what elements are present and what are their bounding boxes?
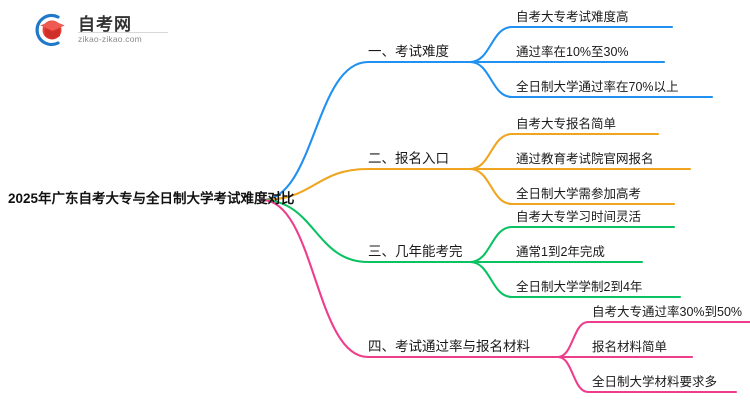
branch-label-4[interactable]: 四、考试通过率与报名材料 (368, 339, 530, 354)
logo-divider (78, 32, 168, 33)
leaf-label-2-3[interactable]: 全日制大学需参加高考 (516, 187, 642, 201)
logo-mark-icon (35, 13, 65, 47)
leaf-connector-2-3 (446, 167, 676, 206)
leaf-label-4-3[interactable]: 全日制大学材料要求多 (592, 375, 718, 389)
branch-label-2[interactable]: 二、报名入口 (368, 151, 449, 166)
logo-url-text: zikao-zikao.com (78, 34, 142, 44)
leaf-label-3-2[interactable]: 通常1到2年完成 (516, 245, 605, 259)
leaf-label-3-1[interactable]: 自考大专学习时间灵活 (516, 210, 642, 224)
leaf-connector-1-3 (446, 60, 714, 99)
branch-connector-4 (260, 198, 370, 359)
leaf-label-4-1[interactable]: 自考大专通过率30%到50% (592, 305, 743, 319)
branch-label-3[interactable]: 三、几年能考完 (368, 244, 463, 259)
root-node-label[interactable]: 2025年广东自考大专与全日制大学考试难度对比 (8, 191, 295, 206)
leaf-connector-3-3 (446, 260, 682, 299)
leaf-connector-4-3 (538, 355, 738, 394)
leaf-label-3-3[interactable]: 全日制大学学制2到4年 (516, 280, 643, 294)
branch-connector-2 (260, 167, 370, 202)
branch-connector-3 (260, 198, 370, 264)
leaf-label-1-1[interactable]: 自考大专考试难度高 (516, 10, 629, 24)
leaf-label-1-3[interactable]: 全日制大学通过率在70%以上 (516, 80, 679, 94)
branch-label-1[interactable]: 一、考试难度 (368, 44, 449, 59)
leaf-label-2-1[interactable]: 自考大专报名简单 (516, 117, 617, 131)
logo-name-text: 自考网 (78, 15, 132, 34)
branch-connector-1 (260, 60, 370, 202)
leaf-label-2-2[interactable]: 通过教育考试院官网报名 (516, 152, 654, 166)
site-logo: 自考网 zikao-zikao.com (28, 10, 168, 50)
leaf-label-1-2[interactable]: 通过率在10%至30% (516, 45, 629, 59)
leaf-label-4-2[interactable]: 报名材料简单 (592, 340, 668, 354)
